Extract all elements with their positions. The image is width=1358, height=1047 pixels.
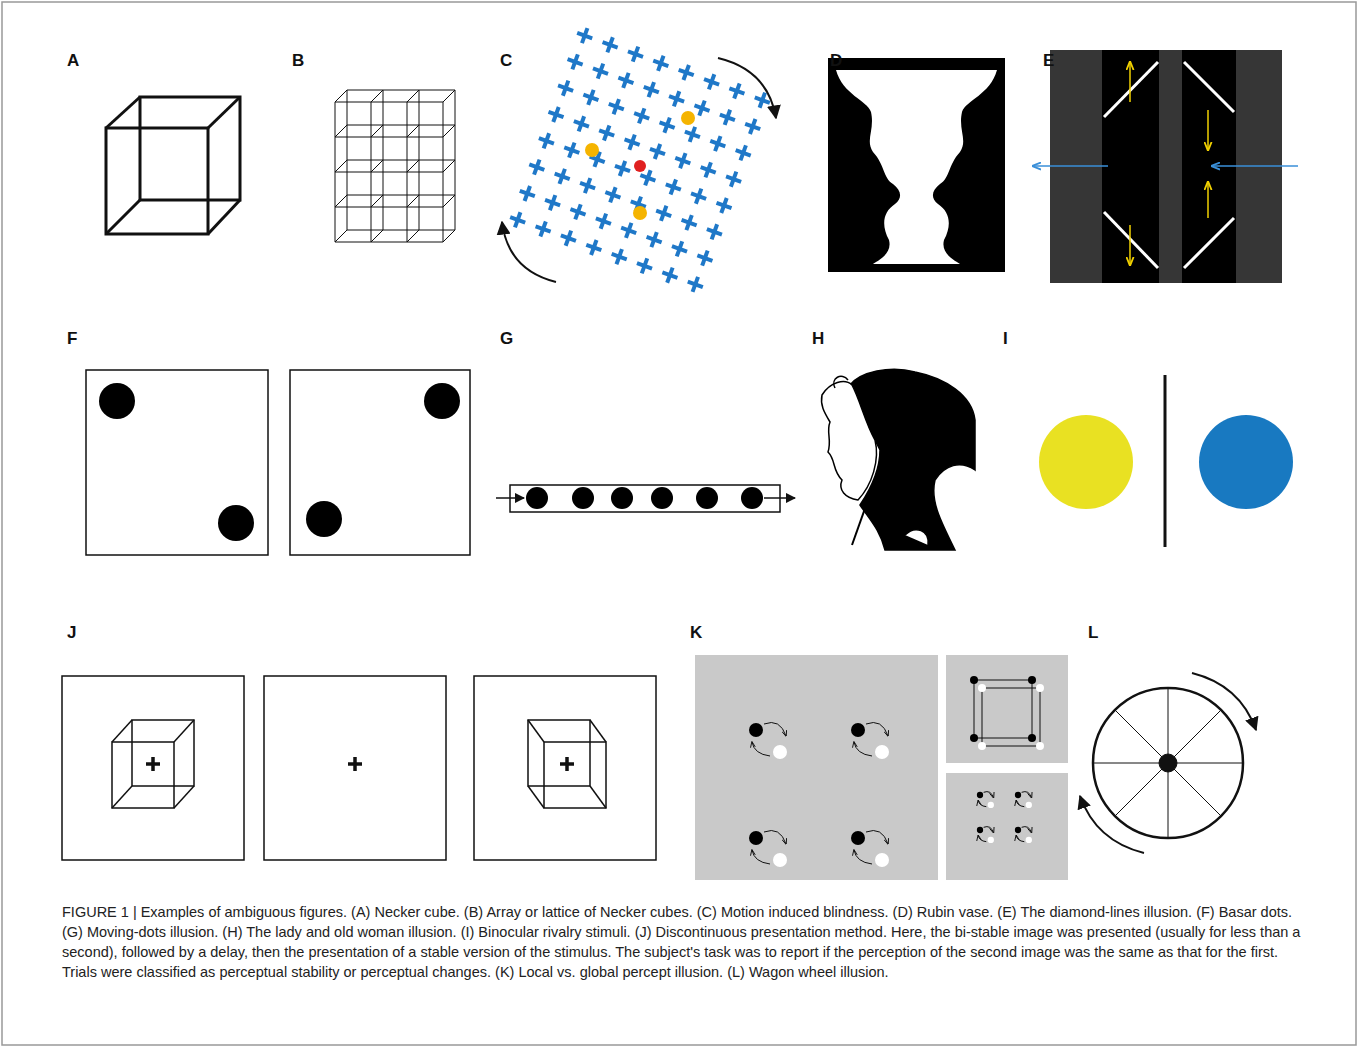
panel-letter: I xyxy=(1003,330,1008,347)
panel-letter: G xyxy=(500,330,513,347)
cross-grid xyxy=(507,25,772,294)
old-young-woman xyxy=(821,369,975,550)
local-global xyxy=(695,655,1068,880)
rotation-arrow xyxy=(718,58,776,118)
panel-letter: K xyxy=(690,624,702,641)
panel-letter: L xyxy=(1088,624,1098,641)
panel-letter: E xyxy=(1043,52,1054,69)
basar-dots xyxy=(86,370,470,555)
wagon-wheel xyxy=(1080,673,1256,853)
panel-letter: F xyxy=(67,330,77,347)
necker-cube xyxy=(106,97,240,234)
rotation-arrow xyxy=(502,222,556,282)
panel-letter: B xyxy=(292,52,304,69)
figure-caption: FIGURE 1 | Examples of ambiguous figures… xyxy=(62,902,1302,982)
panel-letter: D xyxy=(830,52,842,69)
mib-dots xyxy=(585,111,695,220)
panel-letter: A xyxy=(67,52,79,69)
rivalry-stimuli xyxy=(1039,375,1293,547)
diamond-lines xyxy=(1033,50,1298,283)
panel-letter: C xyxy=(500,52,512,69)
moving-dots xyxy=(496,485,795,512)
discontinuous-presentation xyxy=(62,676,656,860)
cube-lattice xyxy=(335,90,455,242)
panel-letter: J xyxy=(67,624,76,641)
panel-letter: H xyxy=(812,330,824,347)
rubin-vase xyxy=(828,58,1005,272)
